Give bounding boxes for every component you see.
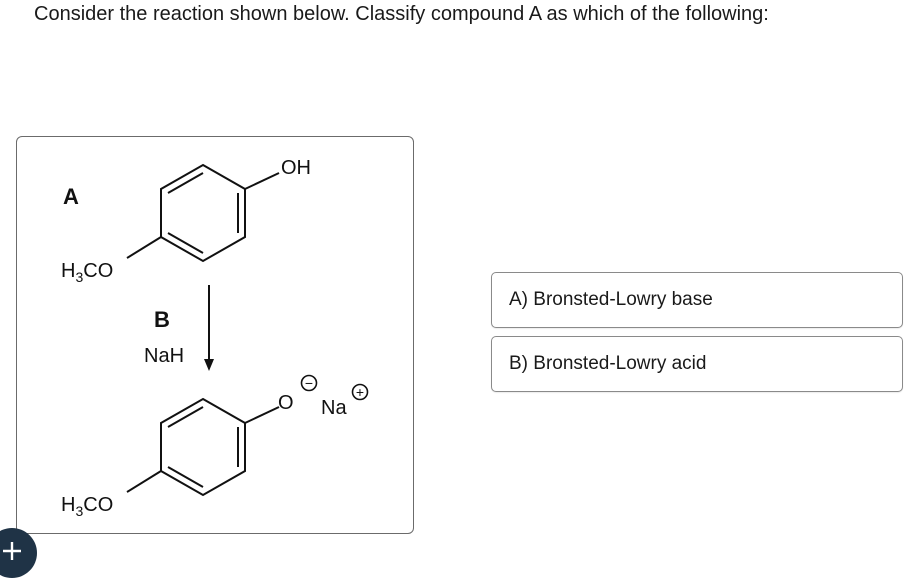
option-a-label: A) Bronsted-Lowry base (509, 289, 713, 310)
reaction-arrow (204, 285, 214, 371)
anion-charge-icon: − (300, 374, 318, 392)
reaction-scheme: A OH H3CO B NaH (16, 136, 414, 534)
reactant-benzene-ring (126, 163, 280, 263)
reaction-scheme-drawing: A OH H3CO B NaH (61, 157, 369, 519)
svg-text:−: − (305, 375, 313, 391)
add-button[interactable] (0, 528, 37, 578)
svg-text:+: + (356, 384, 364, 400)
product-oxygen-label: O (278, 392, 294, 414)
option-a-button[interactable]: A) Bronsted-Lowry base (491, 272, 903, 328)
cation-charge-icon: + (351, 383, 369, 401)
product-methoxy-label: H3CO (61, 494, 113, 519)
reagent-nah-label: NaH (144, 345, 184, 367)
question-text: Consider the reaction shown below. Class… (34, 3, 769, 25)
answer-options: A) Bronsted-Lowry base B) Bronsted-Lowry… (491, 272, 903, 400)
option-b-button[interactable]: B) Bronsted-Lowry acid (491, 336, 903, 392)
product-benzene-ring (126, 397, 280, 497)
compound-a-label: A (63, 184, 79, 209)
sodium-ion-label: Na (321, 397, 347, 419)
plus-icon (3, 542, 21, 560)
option-b-label: B) Bronsted-Lowry acid (509, 353, 707, 374)
reactant-methoxy-label: H3CO (61, 260, 113, 285)
reactant-oh-label: OH (281, 157, 311, 179)
reagent-b-label: B (154, 307, 170, 332)
